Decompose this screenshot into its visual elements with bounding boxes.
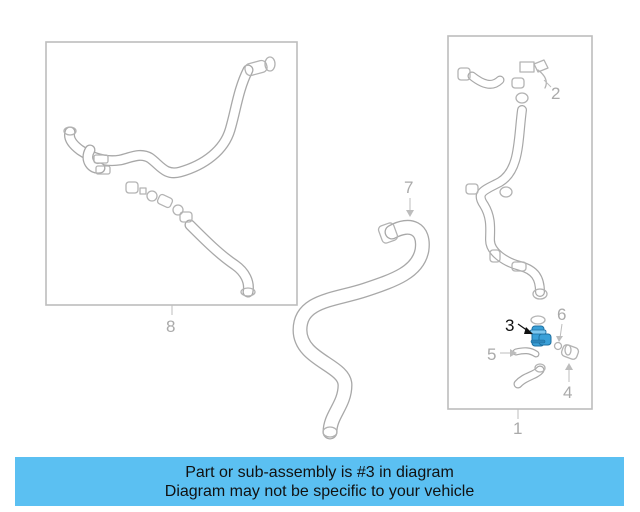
callout-5: 5 (487, 345, 496, 364)
hose-7 (292, 220, 430, 440)
hose-assembly-8 (63, 56, 276, 298)
parts-diagram: 7 (45, 35, 593, 440)
callout-4-group: 4 (563, 363, 573, 402)
callout-8-group: 8 (166, 317, 175, 336)
info-banner: Part or sub-assembly is #3 in diagram Di… (15, 457, 624, 506)
callout-7: 7 (404, 178, 413, 197)
callout-3-group: 3 (505, 316, 533, 335)
group-8-frame (45, 41, 298, 315)
banner-line-2: Diagram may not be specific to your vehi… (164, 482, 475, 500)
part-2 (537, 69, 547, 89)
callout-2-group: 2 (543, 79, 560, 103)
part-3-highlighted (529, 325, 552, 347)
callout-1-group: 1 (513, 419, 522, 438)
part-4 (560, 344, 580, 360)
hose-assembly-1 (457, 59, 549, 389)
callout-5-group: 5 (487, 345, 517, 364)
callout-2: 2 (551, 84, 560, 103)
callout-1: 1 (513, 419, 522, 438)
callout-3: 3 (505, 316, 514, 335)
callout-6: 6 (557, 305, 566, 324)
callout-8: 8 (166, 317, 175, 336)
group-1-frame (447, 35, 593, 419)
callout-6-group: 6 (556, 305, 566, 342)
callout-7-group: 7 (404, 178, 414, 217)
callout-4: 4 (563, 383, 572, 402)
part-6 (553, 341, 563, 351)
part-5 (512, 347, 540, 358)
banner-line-1: Part or sub-assembly is #3 in diagram (185, 463, 454, 481)
